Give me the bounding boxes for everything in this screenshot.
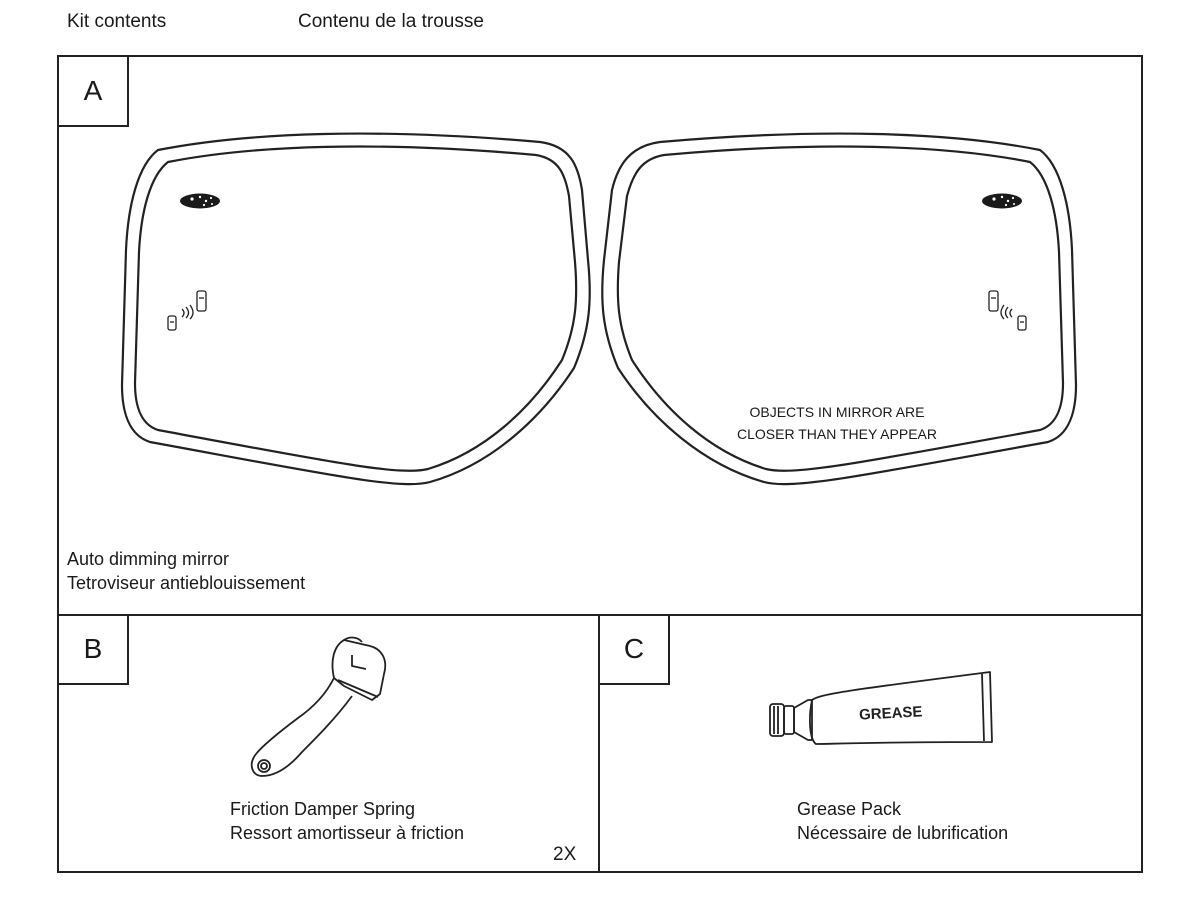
- subaru-logo-icon: [180, 193, 220, 209]
- section-a-caption-fr: Tetroviseur antieblouissement: [67, 573, 306, 593]
- section-b-caption-fr: Ressort amortisseur à friction: [230, 823, 465, 843]
- grease-tube-label: GREASE: [859, 703, 923, 723]
- section-a-label: A: [59, 57, 129, 127]
- section-c-caption-fr: Nécessaire de lubrification: [797, 823, 1009, 843]
- section-c-caption: Grease Pack Nécessaire de lubrification: [797, 797, 1008, 845]
- mirror-warning-line-1: OBJECTS IN MIRROR ARE: [749, 404, 924, 420]
- section-divider-horizontal: [59, 614, 1141, 616]
- section-a-caption-en: Auto dimming mirror: [67, 549, 230, 569]
- section-b-caption: Friction Damper Spring Ressort amortisse…: [230, 797, 464, 845]
- section-a-caption: Auto dimming mirror Tetroviseur antieblo…: [67, 547, 305, 595]
- section-b-label: B: [59, 615, 129, 685]
- section-c-caption-en: Grease Pack: [797, 799, 902, 819]
- grease-tube-illustration: [769, 671, 993, 745]
- blind-spot-indicator-icon: [167, 290, 207, 331]
- left-mirror-illustration: [120, 132, 591, 486]
- section-c-label: C: [600, 615, 670, 685]
- right-mirror-illustration: [601, 132, 1078, 486]
- subaru-logo-icon: [982, 193, 1022, 209]
- friction-damper-spring-illustration: [250, 636, 387, 777]
- blind-spot-indicator-icon: [988, 290, 1027, 331]
- section-divider-vertical: [598, 614, 600, 873]
- section-b-caption-en: Friction Damper Spring: [230, 799, 416, 819]
- kit-contents-title: Kit contents: [67, 11, 167, 32]
- kit-contents-title-fr: Contenu de la trousse: [298, 11, 484, 32]
- section-b-quantity: 2X: [553, 844, 577, 865]
- kit-contents-frame: A B C Auto dimming mirror Tetroviseur an…: [57, 55, 1143, 873]
- mirror-warning-line-2: CLOSER THAN THEY APPEAR: [737, 426, 937, 442]
